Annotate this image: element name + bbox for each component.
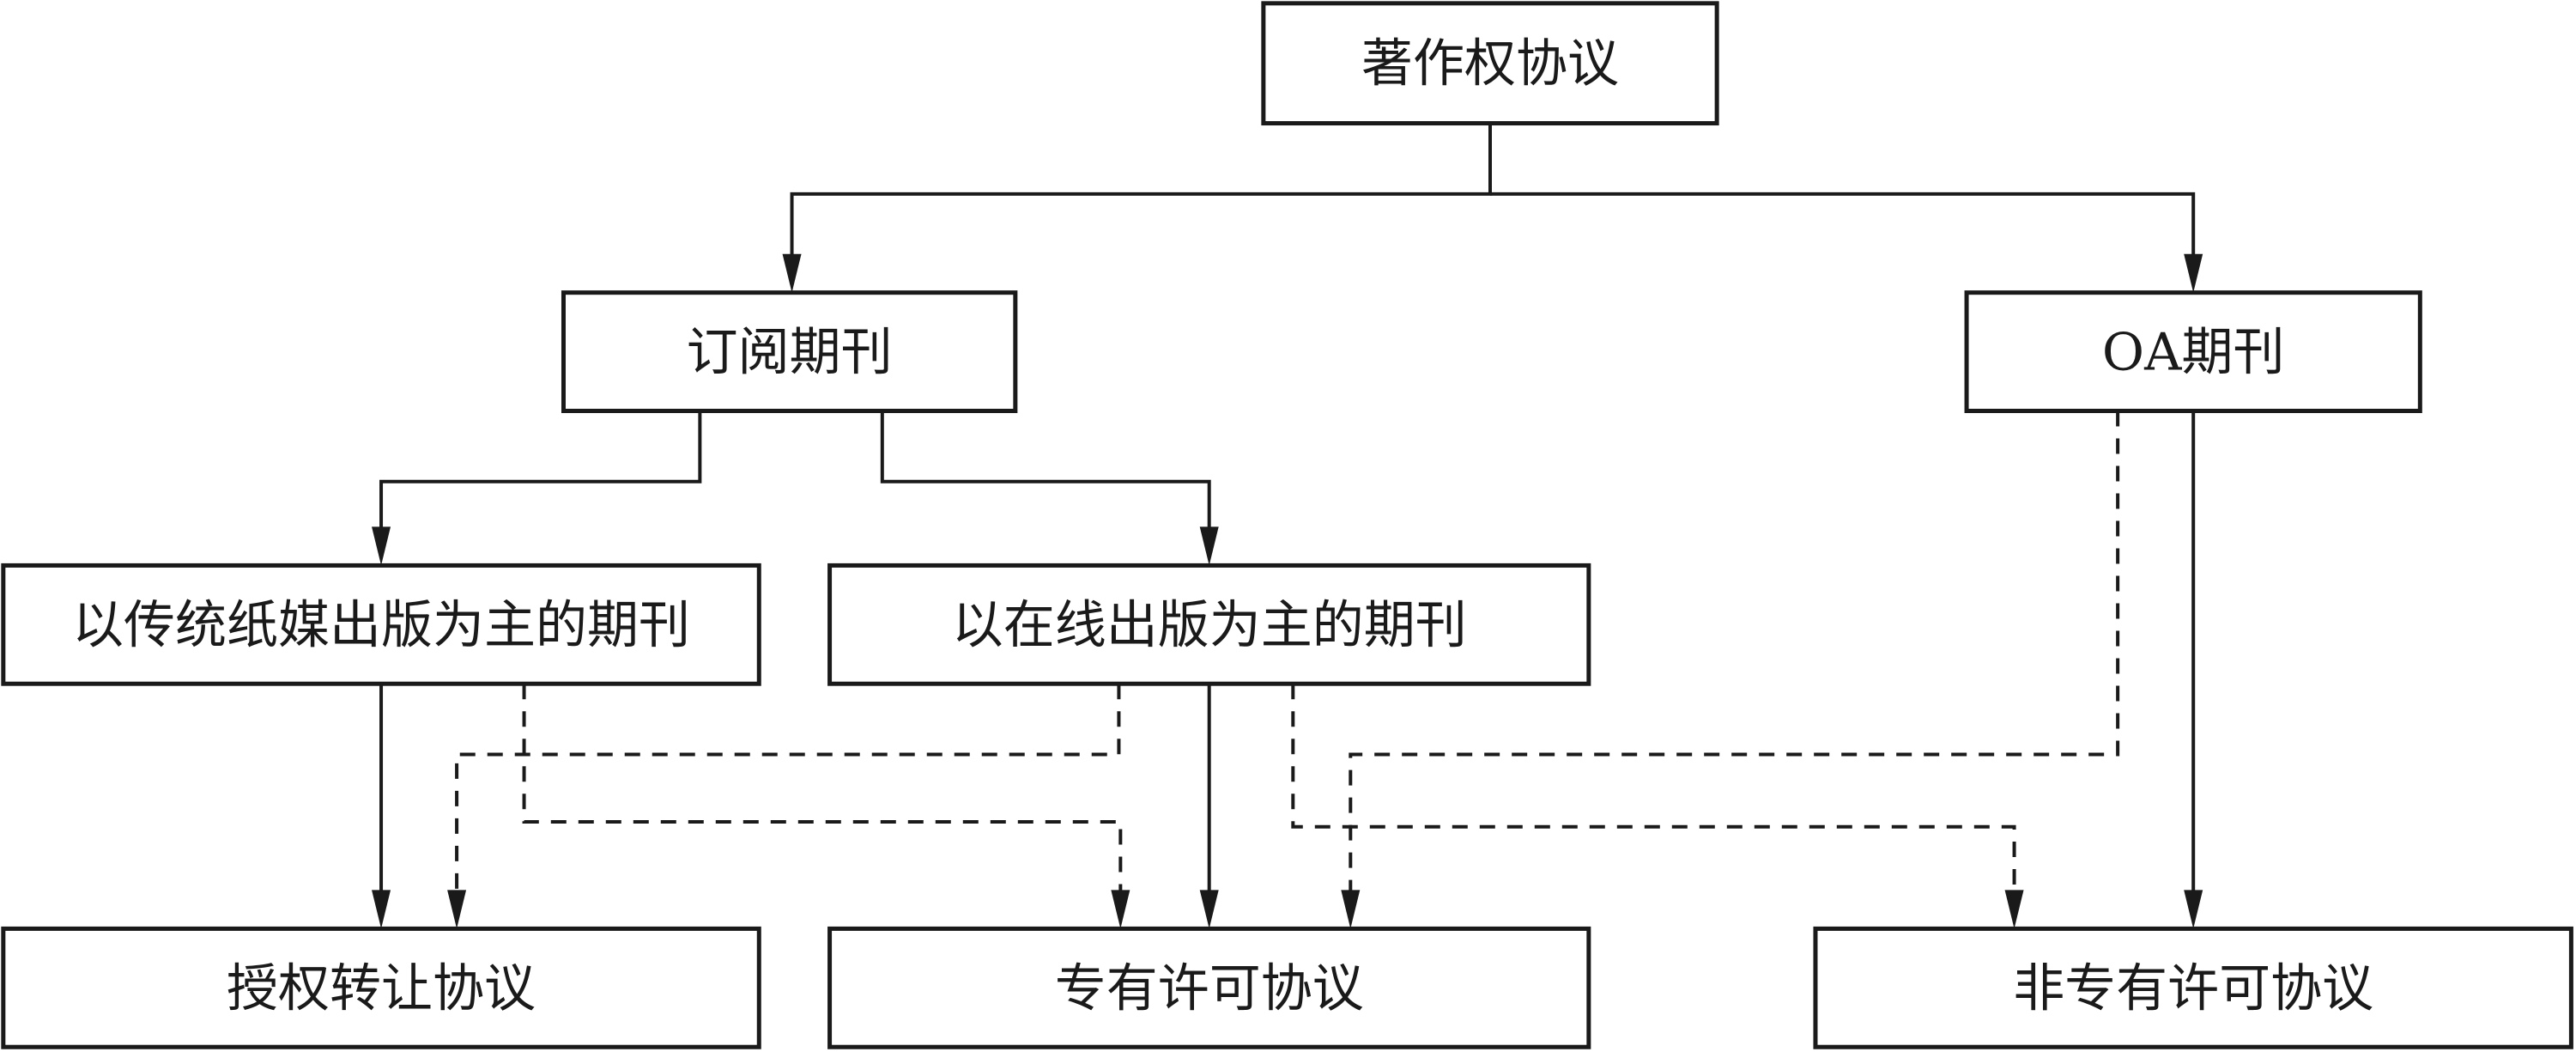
node-label: 以在线出版为主的期刊	[952, 595, 1467, 655]
edge-print-to-exclusive	[522, 684, 1130, 929]
solid-connector	[790, 123, 1492, 258]
solid-connector	[880, 410, 1211, 532]
arrowhead-icon	[2184, 890, 2203, 929]
node-label: 授权转让协议	[227, 958, 536, 1019]
node-subscription: 订阅期刊	[561, 290, 1018, 413]
node-transfer: 授权转让协议	[1, 926, 761, 1049]
node-box	[1813, 926, 2573, 1049]
node-root: 著作权协议	[1261, 1, 1719, 126]
dashed-connector	[522, 684, 1123, 895]
node-online: 以在线出版为主的期刊	[827, 562, 1591, 686]
solid-connector	[379, 410, 702, 532]
node-exclusive: 专有许可协议	[827, 926, 1591, 1049]
node-print: 以传统纸媒出版为主的期刊	[1, 562, 761, 686]
node-oa: OA期刊	[1964, 290, 2422, 413]
arrowhead-icon	[1341, 890, 1361, 929]
arrowhead-icon	[447, 890, 467, 929]
node-box	[827, 562, 1591, 686]
arrowhead-icon	[2184, 253, 2203, 293]
edge-print-to-transfer	[372, 684, 391, 929]
arrowhead-icon	[1111, 890, 1130, 929]
node-label: 专有许可协议	[1055, 958, 1364, 1019]
node-box	[1, 562, 761, 686]
node-box	[1, 926, 761, 1049]
arrowhead-icon	[782, 253, 802, 293]
arrowhead-icon	[1199, 890, 1219, 929]
edges-layer	[372, 123, 2203, 929]
edge-oa-to-exclusive	[1341, 410, 2120, 929]
edge-online-to-transfer	[447, 684, 1121, 929]
node-box	[561, 290, 1018, 413]
node-label: 著作权协议	[1361, 34, 1619, 94]
dashed-connector	[1349, 410, 2120, 895]
arrowhead-icon	[372, 526, 391, 566]
edge-subscription-to-online	[880, 410, 1219, 566]
arrowhead-icon	[2004, 890, 2024, 929]
solid-connector	[1489, 192, 2196, 258]
node-box	[1964, 290, 2422, 413]
edge-oa-to-nonexclusive	[2184, 410, 2203, 929]
edge-online-to-exclusive	[1199, 684, 1219, 929]
arrowhead-icon	[372, 890, 391, 929]
node-label: OA期刊	[2102, 323, 2285, 383]
edge-root-to-oa	[1489, 192, 2203, 293]
node-box	[1261, 1, 1719, 126]
node-label: 订阅期刊	[687, 323, 893, 383]
node-label: 非专有许可协议	[2013, 958, 2373, 1019]
edge-subscription-to-print	[372, 410, 702, 566]
edge-root-to-subscription	[782, 123, 1492, 293]
node-label: 以传统纸媒出版为主的期刊	[72, 595, 690, 655]
dashed-connector	[1291, 684, 2016, 895]
arrowhead-icon	[1199, 526, 1219, 566]
node-nonexclusive: 非专有许可协议	[1813, 926, 2573, 1049]
edge-online-to-nonexclusive	[1291, 684, 2024, 929]
node-box	[827, 926, 1591, 1049]
dashed-connector	[455, 684, 1121, 895]
